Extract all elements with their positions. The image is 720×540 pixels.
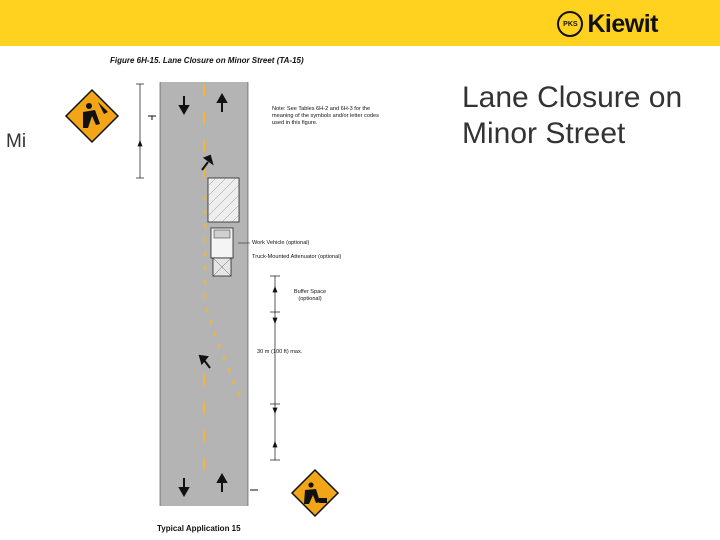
work-area: [207, 177, 240, 223]
badge-text: PKS: [563, 20, 578, 28]
figure-note: Note: See Tables 6H-2 and 6H-3 for the m…: [272, 106, 379, 126]
slide-title: Lane Closure on Minor Street: [462, 81, 683, 150]
attenuator-label: Truck-Mounted Attenuator (optional): [252, 254, 342, 260]
worker-sign-icon: [290, 468, 340, 518]
dimension-right: [270, 275, 280, 461]
pks-badge-icon: PKS: [557, 11, 584, 37]
work-vehicle-label: Work Vehicle (optional): [252, 240, 310, 246]
road-work-sign-icon: [64, 88, 120, 144]
lane-closure-diagram: [64, 82, 340, 518]
channelizing-devices: [203, 196, 241, 396]
header-bar: PKS Kiewit: [0, 0, 720, 46]
sign-posts: [148, 115, 258, 491]
figure-caption: Typical Application 15: [157, 524, 241, 533]
kiewit-logo: PKS Kiewit: [557, 8, 658, 40]
buffer-space-label: Buffer Space (optional): [293, 289, 327, 302]
brand-name: Kiewit: [587, 9, 658, 38]
figure-title: Figure 6H-15. Lane Closure on Minor Stre…: [110, 56, 304, 65]
title-fragment: Mi: [6, 131, 27, 152]
direction-arrows: [178, 92, 228, 498]
dimension-left: [136, 83, 144, 179]
distance-label: 30 m (100 ft) max.: [257, 349, 303, 355]
work-area-hatch: [207, 177, 240, 223]
vehicle-cab: [213, 229, 231, 239]
